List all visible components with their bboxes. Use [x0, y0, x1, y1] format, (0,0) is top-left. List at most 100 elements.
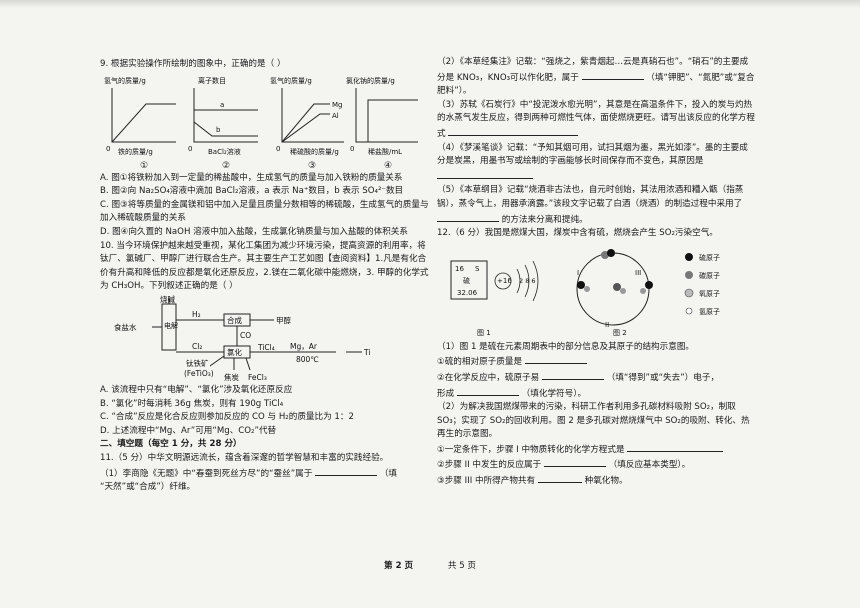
q12-intro: 12.（6 分）我国是燃煤大国，煤炭中含有硫，燃烧会产生 SO₂污染空气。 — [437, 228, 718, 239]
q11-p3: （3）苏轼《石炭行》中“投泥泼水愈光明”，其意是在高温条件下，投入的炭与灼热的水… — [437, 99, 755, 142]
left-column: 9. 根据实验操作所绘制的图象中，正确的是（ ） 氢气的质 — [100, 58, 430, 495]
q12-p1c: 形成 — [437, 388, 455, 399]
q9-graphs: 氢气的质量/g 0 铁的质量/g 离子数目 a b 0 BaCl₂溶液 氢气的质… — [104, 76, 418, 156]
graph3-xlabel: 稀硫酸的质量/g — [290, 147, 339, 156]
fig1-label: 图 1 — [477, 329, 491, 337]
q9-option-d: D. 图④向久置的 NaOH 溶液中加入盐酸，生成氯化钠质量与加入盐酸的体积关系 — [100, 226, 408, 237]
element-name: 硫 — [463, 276, 470, 285]
page-footer: 第 2 页 共 5 页 — [0, 559, 860, 571]
flow-mgar: Mg，Ar — [290, 342, 318, 351]
legend-sulfur: 硫原子 — [699, 253, 720, 262]
flow-electrolysis: 电解 — [164, 321, 178, 330]
q12-blank5[interactable] — [543, 457, 606, 468]
flow-co: CO — [240, 331, 251, 340]
graph4-xlabel: 稀盐酸/mL — [368, 147, 402, 156]
q11-p2b: （填“钾肥”、“氮肥”或“复合肥料”）。 — [437, 72, 755, 97]
graph2-ylabel: 离子数目 — [198, 76, 226, 85]
q12-blank3[interactable] — [456, 386, 519, 396]
graph3-line-al — [281, 113, 330, 142]
q12-p1a: ①硫的相对原子质量是 — [437, 357, 523, 368]
q11-intro: 11.（5 分）中华文明源远流长，蕴含着深邃的哲学智慧和丰富的实践经验。 — [100, 452, 389, 463]
graph2-axes — [193, 87, 258, 143]
q12-blank6[interactable] — [537, 473, 582, 484]
q11-blank1[interactable] — [315, 466, 378, 476]
element-number: 16 — [455, 265, 464, 273]
right-column: （2）《本草经集注》记载：“强烧之，紫青烟起…云是真硝石也”。“硝石”的主要成分… — [437, 56, 755, 489]
q12-figures: 16 S 硫 32.06 +16 2 8 6 图 1 图 2 I III II — [450, 248, 720, 337]
q11-p3a: （3）苏轼《石炭行》中“投泥泼水愈光明”，其意是在高温条件下，投入的炭与灼热的水… — [437, 99, 755, 139]
graph-numbers: ① ② ③ ④ — [100, 160, 430, 172]
flow-synth: 合成 — [227, 315, 242, 325]
q12-p2b: ②步骤 II 中发生的反应属于 — [437, 460, 542, 471]
flow-ti: Ti — [363, 348, 370, 357]
graph2-num: ② — [222, 160, 231, 171]
element-card — [450, 260, 488, 300]
q12-p2c-line: ③步骤 III 中所得产物共有 种氧化物。 — [437, 473, 755, 489]
legend-sulfur-icon — [685, 252, 693, 261]
graph4-axes — [355, 87, 418, 143]
q11-blank5[interactable] — [437, 212, 499, 222]
q11-blank4[interactable] — [437, 169, 533, 179]
q9-option-a: A. 图①将铁粉加入到一定量的稀盐酸中，生成氢气的质量与加入铁粉的质量关系 — [100, 172, 403, 183]
cycle-i: I — [577, 269, 579, 277]
q12-p1b2: （填“得到”或“失去”）电子， — [606, 372, 720, 383]
footer-page: 第 2 页 — [383, 561, 414, 571]
q12-p1c2: （填化学符号）。 — [521, 388, 587, 399]
q12-blank1[interactable] — [524, 354, 587, 365]
graph1-origin: 0 — [106, 145, 110, 153]
flow-methanol: 甲醇 — [276, 315, 291, 325]
graph3-origin: 0 — [276, 145, 280, 153]
legend-hydrogen-icon — [685, 307, 693, 315]
q11-p2: （2）《本草经集注》记载：“强烧之，紫青烟起…云是真硝石也”。“硝石”的主要成分… — [437, 56, 755, 99]
q12-p2c2: 种氧化物。 — [584, 476, 628, 487]
element-symbol: S — [475, 265, 480, 273]
q10-flow-diagram: 食盐水 烧碱 电解 H₂ Cl₂ 合成 甲醇 CO 氯化 TiCl₄ Mg，Ar… — [114, 294, 370, 382]
q10-option-a: A. 该流程中只有“电解”、“氯化”涉及氧化还原反应 — [100, 384, 293, 395]
q11-blank2[interactable] — [581, 70, 644, 80]
q12-p2a-line: ①一定条件下，步骤 I 中物质转化的化学方程式是 — [437, 442, 755, 458]
q10-option-d: D. 上述流程中“Mg、Ar”可用“Mg、CO₂”代替 — [100, 425, 277, 436]
legend-carbon-icon — [685, 270, 693, 279]
graph3-line-mg — [281, 103, 330, 142]
legend-oxygen-icon — [684, 288, 694, 298]
graph2-origin: 0 — [188, 145, 192, 153]
q12-blank2[interactable] — [541, 370, 604, 380]
flow-temp: 800℃ — [296, 355, 319, 364]
flow-fecl3: FeCl₃ — [248, 373, 267, 382]
graph2-label-b: b — [216, 126, 221, 134]
flow-burn: 烧碱 — [160, 294, 175, 304]
q11-p5: （5）《本草纲目》记载“烧酒非古法也，自元时创始，其法用浓酒和糟入甑（指蒸锅），… — [437, 184, 755, 227]
q12-p1a-line: ①硫的相对原子质量是 — [437, 354, 755, 370]
graph1-axes — [111, 87, 176, 143]
flow-ore2: (FeTiO₃) — [184, 369, 214, 378]
q11-p4: （4）《梦溪笔谈》记载：“予知其烟可用，试扫其烟为墨，黑光如漆”。墨的主要成分是… — [437, 142, 755, 185]
q12-p2a: ①一定条件下，步骤 I 中物质转化的化学方程式是 — [437, 444, 625, 455]
q11-p5a: （5）《本草纲目》记载“烧酒非古法也，自元时创始，其法用浓酒和糟入甑（指蒸锅），… — [437, 185, 744, 209]
q12-blank4[interactable] — [627, 442, 724, 452]
cycle-molecules — [577, 248, 653, 294]
atom-nucleus: +16 — [497, 277, 512, 285]
legend: 硫原子 碳原子 氧原子 氢原子 — [684, 252, 720, 316]
graph3-label-al: Al — [332, 112, 339, 120]
section2-title: 二、填空题（每空 1 分，共 28 分） — [100, 439, 242, 450]
flow-coke: 焦炭 — [224, 372, 239, 382]
q9-title: 9. 根据实验操作所绘制的图象中，正确的是（ ） — [100, 59, 286, 69]
q11-p1a: （1）李商隐《无题》中“春蚕到死丝方尽”的“蚕丝”属于 — [100, 468, 313, 479]
q12-p2c: ③步骤 III 中所得产物共有 — [437, 476, 536, 487]
flow-h2: H₂ — [192, 310, 201, 319]
q12-p2: （2）为解决我国燃煤带来的污染，科研工作者利用多孔碳材料吸附 SO₂，制取 SO… — [437, 402, 750, 440]
fig2-label: 图 2 — [613, 329, 627, 337]
q10-option-b: B. “氯化”时每消耗 36g 焦炭，则有 190g TiCl₄ — [100, 398, 284, 409]
q10-text: 10. 当今环境保护越来越受重视，某化工集团为减少环境污染，提高资源的利用率，将… — [100, 240, 429, 292]
scan-top-strip — [0, 0, 860, 8]
graph4-num: ④ — [384, 160, 393, 171]
graph2-label-a: a — [220, 101, 224, 109]
q12-p1c-line: 形成 （填化学符号）。 — [437, 386, 755, 402]
q10-option-c: C. “合成”反应是化合反应则参加反应的 CO 与 H₂的质量比为 1：2 — [100, 412, 354, 423]
q12-p2b2: （填反应基本类型）。 — [608, 460, 691, 471]
element-mass: 32.06 — [457, 289, 478, 297]
q11-p1: （1）李商隐《无题》中“春蚕到死丝方尽”的“蚕丝”属于 （填 — [100, 466, 430, 482]
q11-blank3[interactable] — [448, 126, 579, 136]
q11-p4a: （4）《梦溪笔谈》记载：“予知其烟可用，试扫其烟为墨，黑光如漆”。墨的主要成分是… — [437, 142, 748, 167]
